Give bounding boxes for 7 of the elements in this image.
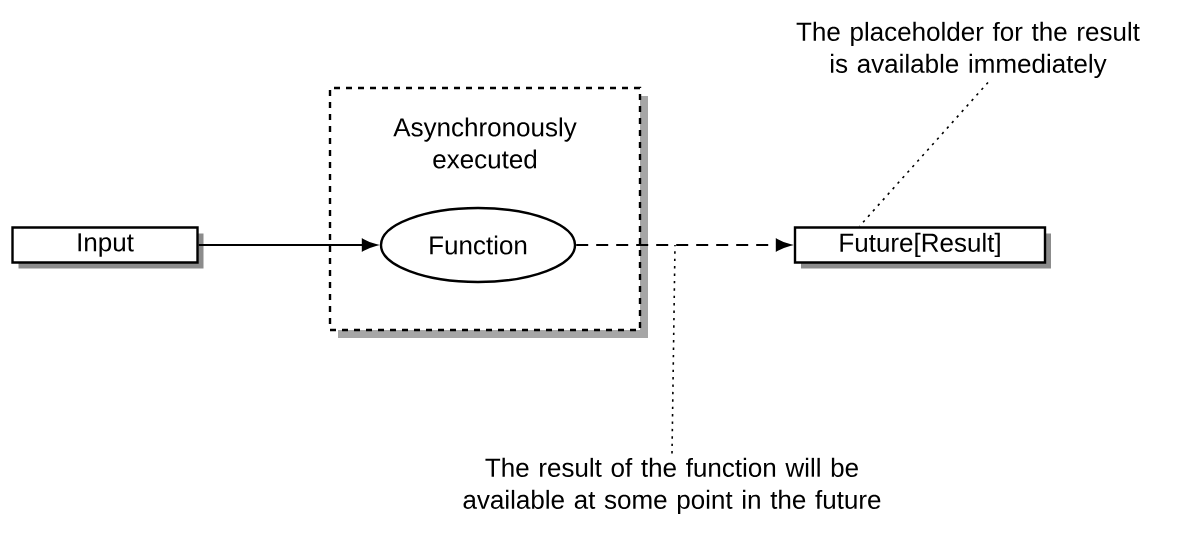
annotation-text: The result of the function will be available at some point in the future — [463, 457, 881, 515]
process-box: Future[Result] — [793, 226, 1051, 269]
annotation-text: The placeholder for the result is available immediately — [796, 21, 1140, 79]
leader-line — [671, 244, 676, 455]
process-box: Input — [11, 226, 204, 269]
arrow — [575, 238, 791, 252]
arrow — [197, 238, 377, 252]
